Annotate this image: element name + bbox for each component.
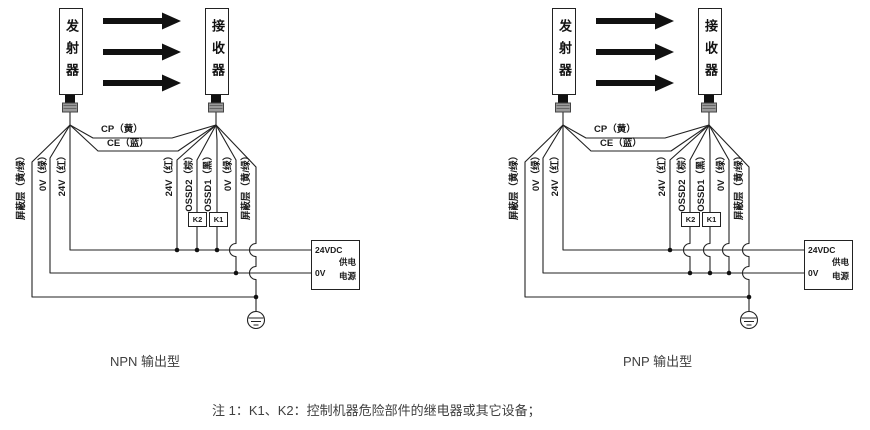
junction-dots	[174, 247, 259, 300]
wire-ce	[563, 125, 709, 151]
npn-diagram: 发射器 接收器 屏蔽层（黄/绿） 0V（绿） 24V（红） CP（黄） CE（蓝…	[0, 0, 380, 345]
diagram-caption-pnp: PNP 输出型	[623, 354, 693, 369]
wire-rx-ossd2	[684, 125, 710, 273]
beam-arrow-icons	[596, 12, 674, 92]
power-supply-label-1: 供电	[338, 257, 356, 267]
wire-label-rx-ossd2: OSSD2（棕）	[677, 151, 688, 212]
beam-arrow-icon	[596, 12, 674, 30]
npn-wiring-svg	[0, 12, 380, 345]
wire-label-tx-shield: 屏蔽层（黄/绿）	[16, 151, 27, 221]
wire-label-rx-24v: 24V（红）	[164, 151, 175, 197]
wire-label-tx-24v: 24V（红）	[57, 151, 68, 197]
receiver-box: 接收器	[698, 8, 722, 95]
receiver-label: 接收器	[703, 18, 718, 85]
wire-rx-24v	[670, 125, 709, 250]
transmitter-box: 发射器	[552, 8, 576, 95]
power-supply-box: 24VDC 供电 0V 电源	[804, 240, 853, 290]
wire-rx-ossd1	[216, 125, 217, 250]
wire-rx-shield	[709, 125, 749, 312]
pnp-diagram: 发射器 接收器 屏蔽层（黄/绿） 0V（绿） 24V（红） CP（黄） CE（蓝…	[493, 0, 870, 345]
earth-ground-icon	[248, 312, 265, 329]
wire-tx-shield	[525, 125, 749, 297]
power-supply-label-2: 电源	[831, 271, 849, 281]
wire-rx-ossd1	[704, 125, 711, 273]
wire-label-rx-0v: 0V（绿）	[223, 151, 234, 192]
wire-tx-24v	[70, 112, 311, 250]
transmitter-label: 发射器	[64, 18, 79, 85]
power-24vdc-terminal: 24VDC	[315, 245, 343, 255]
beam-arrow-icons	[103, 12, 181, 92]
relay-k1: K1	[702, 212, 721, 227]
wire-label-rx-0v: 0V（绿）	[716, 151, 727, 192]
wire-label-rx-shield: 屏蔽层（黄/绿）	[241, 151, 252, 221]
wire-label-rx-ossd1: OSSD1（黑）	[696, 151, 707, 212]
beam-arrow-icon	[596, 43, 674, 61]
wire-label-cp: CP（黄）	[101, 124, 143, 135]
pnp-wiring-svg	[493, 12, 870, 345]
diagram-caption-npn: NPN 输出型	[110, 354, 181, 369]
wire-label-tx-shield: 屏蔽层（黄/绿）	[509, 151, 520, 221]
wire-tx-24v	[563, 112, 804, 250]
relay-k2: K2	[681, 212, 700, 227]
wire-label-rx-24v: 24V（红）	[657, 151, 668, 197]
wire-rx-24v	[177, 125, 216, 250]
wire-tx-0v	[543, 125, 804, 273]
wire-label-tx-24v: 24V（红）	[550, 151, 561, 197]
junction-dots	[667, 247, 752, 300]
wire-cp	[563, 125, 709, 138]
beam-arrow-icon	[103, 74, 181, 92]
beam-arrow-icon	[103, 43, 181, 61]
transmitter-box: 发射器	[59, 8, 83, 95]
beam-arrow-icon	[596, 74, 674, 92]
earth-ground-icon	[741, 312, 758, 329]
wire-tx-0v	[50, 125, 311, 273]
wire-label-tx-0v: 0V（绿）	[38, 151, 49, 192]
transmitter-label: 发射器	[557, 18, 572, 85]
beam-arrow-icon	[103, 12, 181, 30]
power-supply-box: 24VDC 供电 0V 电源	[311, 240, 360, 290]
power-supply-label-2: 电源	[338, 271, 356, 281]
relay-k1: K1	[209, 212, 228, 227]
wire-ce	[70, 125, 216, 151]
wire-rx-0v	[709, 125, 729, 273]
wire-label-rx-ossd1: OSSD1（黑）	[203, 151, 214, 212]
power-supply-label-1: 供电	[831, 257, 849, 267]
wire-label-rx-ossd2: OSSD2（棕）	[184, 151, 195, 212]
wire-label-ce: CE（蓝）	[600, 138, 642, 149]
note-text: 注 1：K1、K2：控制机器危险部件的继电器或其它设备；	[212, 403, 541, 418]
cable-connectors	[555, 93, 717, 113]
wire-label-cp: CP（黄）	[594, 124, 636, 135]
wire-label-ce: CE（蓝）	[107, 138, 149, 149]
wire-label-tx-0v: 0V（绿）	[531, 151, 542, 192]
wire-cp	[70, 125, 216, 138]
relay-k2: K2	[188, 212, 207, 227]
wire-rx-shield	[216, 125, 256, 312]
receiver-label: 接收器	[210, 18, 225, 85]
wire-rx-0v	[216, 125, 236, 273]
wire-tx-shield	[32, 125, 256, 297]
power-0v-terminal: 0V	[808, 268, 819, 278]
receiver-box: 接收器	[205, 8, 229, 95]
wire-label-rx-shield: 屏蔽层（黄/绿）	[734, 151, 745, 221]
cable-connectors	[62, 93, 224, 113]
power-24vdc-terminal: 24VDC	[808, 245, 836, 255]
power-0v-terminal: 0V	[315, 268, 326, 278]
